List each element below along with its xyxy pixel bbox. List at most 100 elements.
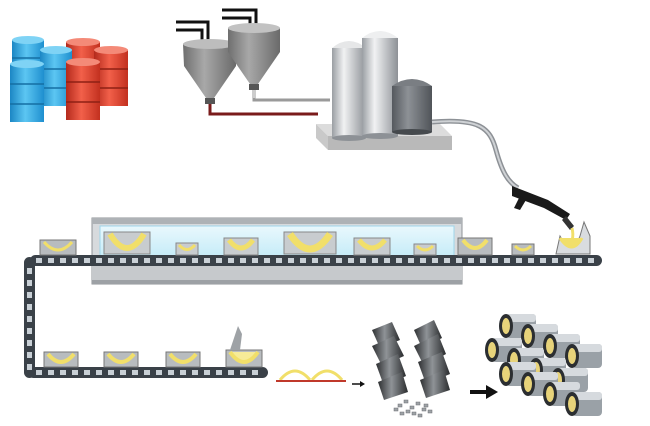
- chain-link: [432, 258, 438, 263]
- pipe-core: [546, 386, 554, 402]
- pipe-highlight: [558, 368, 588, 376]
- chain-link: [60, 258, 66, 263]
- pipe-highlight: [536, 358, 566, 366]
- pipe-highlight: [550, 334, 580, 342]
- hopper-right: [228, 23, 280, 90]
- chain-link: [27, 316, 32, 322]
- foam-half-shell-icon: [276, 369, 346, 382]
- chain-link: [216, 258, 222, 263]
- chain-link: [408, 258, 414, 263]
- dispensing-gun-icon: [512, 186, 575, 251]
- mold-in-oven-1: [103, 231, 151, 255]
- pipe-highlight: [506, 362, 536, 370]
- chain-link: [528, 258, 534, 263]
- chain-link: [540, 258, 546, 263]
- arrow-right-icon: [352, 381, 365, 387]
- pipe-highlight: [492, 338, 522, 346]
- chain-link: [168, 258, 174, 263]
- scrap-piece: [405, 409, 411, 414]
- chain-link: [96, 370, 102, 375]
- mold-in-oven-2: [175, 242, 199, 256]
- arrow-right-large-icon: [470, 385, 498, 399]
- conveyor-chain: [27, 258, 594, 375]
- scrap-piece: [393, 407, 399, 412]
- chain-link: [504, 258, 510, 263]
- pipe-core: [546, 338, 554, 354]
- curing-oven-icon: [91, 217, 463, 285]
- chain-link: [27, 304, 32, 310]
- hoppers-icon: [176, 8, 330, 116]
- pipe-highlight: [550, 382, 580, 390]
- scrap-piece: [427, 409, 433, 414]
- shell-stack-right: [414, 320, 450, 398]
- chain-link: [468, 258, 474, 263]
- insulated-pipe: [499, 362, 536, 386]
- chain-link: [456, 258, 462, 263]
- pipe-highlight: [514, 348, 544, 356]
- hopper-left: [183, 39, 236, 104]
- chain-link: [216, 370, 222, 375]
- insulated-pipe: [565, 392, 602, 416]
- chain-link: [228, 258, 234, 263]
- chain-link: [180, 258, 186, 263]
- chain-link: [36, 370, 42, 375]
- chain-link: [564, 258, 570, 263]
- chain-link: [192, 258, 198, 263]
- cut-shells-icon: [372, 320, 450, 418]
- mold-exit-1: [457, 237, 493, 256]
- chain-link: [27, 292, 32, 298]
- scrap-pile: [393, 399, 433, 418]
- tank-dark: [392, 79, 432, 135]
- scrap-piece: [409, 405, 415, 410]
- chain-link: [516, 258, 522, 263]
- chain-link: [27, 352, 32, 358]
- chain-link: [348, 258, 354, 263]
- chain-link: [552, 258, 558, 263]
- chain-link: [27, 328, 32, 334]
- chain-link: [372, 258, 378, 263]
- scrap-piece: [421, 407, 427, 412]
- insulated-pipe-bundle-icon: [485, 314, 602, 416]
- pipe-core: [502, 366, 510, 382]
- bottom-molds: [43, 326, 263, 368]
- chain-link: [480, 258, 486, 263]
- chain-link: [396, 258, 402, 263]
- chain-link: [288, 258, 294, 263]
- mold-in-oven-3: [223, 237, 259, 256]
- chain-link: [384, 258, 390, 263]
- pipe-core: [568, 348, 576, 364]
- pipe-core: [502, 318, 510, 334]
- pipe-highlight: [506, 314, 536, 322]
- insulated-pipe: [499, 314, 536, 338]
- chain-link: [420, 258, 426, 263]
- pipe-highlight: [528, 372, 558, 380]
- mold-empty-left: [39, 239, 77, 256]
- chain-link: [48, 370, 54, 375]
- pipe-core: [568, 396, 576, 412]
- pipe-highlight: [572, 392, 602, 400]
- pipe-highlight: [528, 324, 558, 332]
- chain-link: [120, 258, 126, 263]
- chain-link: [48, 258, 54, 263]
- pipe-core: [488, 342, 496, 358]
- chain-link: [300, 258, 306, 263]
- tank-silver-left: [332, 41, 366, 141]
- barrels-icon: [10, 36, 128, 122]
- chain-link: [492, 258, 498, 263]
- chain-link: [156, 258, 162, 263]
- mold-being-filled: [555, 220, 591, 255]
- chain-link: [252, 370, 258, 375]
- chain-link: [168, 370, 174, 375]
- chain-link: [204, 370, 210, 375]
- chain-link: [108, 370, 114, 375]
- scrap-piece: [399, 411, 405, 416]
- scrap-piece: [397, 403, 403, 408]
- scrap-piece: [417, 413, 423, 418]
- chain-link: [276, 258, 282, 263]
- chain-link: [240, 258, 246, 263]
- chain-link: [96, 258, 102, 263]
- chain-link: [252, 258, 258, 263]
- chain-link: [588, 258, 594, 263]
- insulated-pipe: [565, 344, 602, 368]
